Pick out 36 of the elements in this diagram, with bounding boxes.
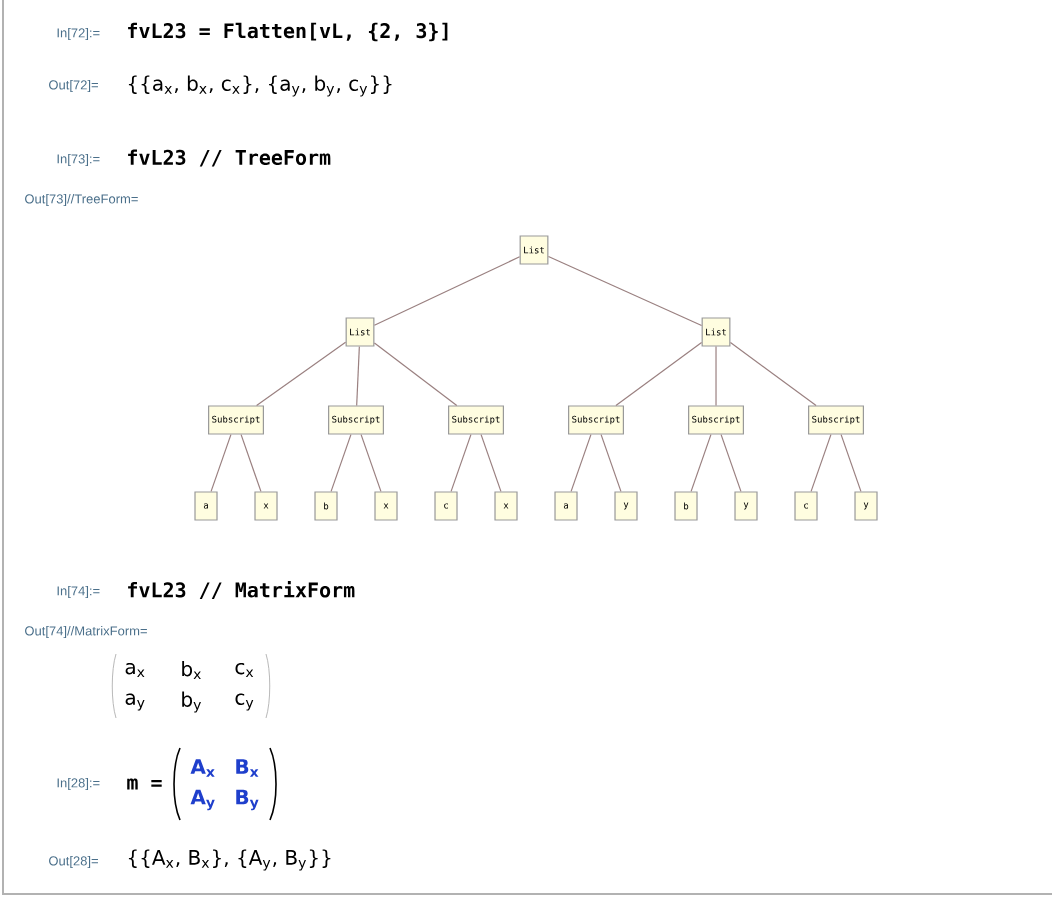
tree-edge: [547, 255, 703, 327]
tree-edge: [373, 342, 458, 406]
matrix-entry: a$_{x}$: [125, 662, 145, 678]
input-code: m =: [127, 778, 162, 790]
matrix-entry: a$_{y}$: [125, 693, 145, 711]
tree-edge: [360, 434, 382, 492]
tree-edge: [255, 341, 347, 406]
matrix-entry: c$_{x}$: [235, 662, 254, 678]
tree-edge: [810, 434, 832, 492]
tree-edge: [600, 434, 622, 492]
tree-edge: [330, 434, 352, 492]
matrix-entry: B$_{x}$: [236, 759, 259, 777]
output-expression: {{a$_{x}$, b$_{x}$, c$_{x}$}, {a$_{y}$, b$_{y}$, c$_{y}$}}: [128, 75, 392, 97]
matrix-entry: B$_{y}$: [236, 789, 259, 811]
matrix-entry: A$_{y}$: [190, 789, 215, 811]
tree-edge: [356, 346, 360, 406]
tree-edge: [615, 342, 703, 406]
tree-edge: [840, 434, 862, 492]
matrix-entry: b$_{y}$: [182, 691, 201, 713]
matrix-entry: A$_{x}$: [190, 759, 215, 777]
tree-edge: [450, 434, 472, 492]
tree-edge: [210, 434, 232, 492]
matrix-entry: b$_{x}$: [182, 660, 201, 680]
matrix-entry: c$_{y}$: [235, 693, 254, 711]
tree-edge: [729, 342, 817, 406]
input-code: fvL23 // TreeForm: [128, 149, 331, 167]
tree-edge: [373, 256, 521, 326]
tree-edge: [240, 434, 262, 492]
output-expression: {{A$_{x}$, B$_{x}$}, {A$_{y}$, B$_{y}$}}: [128, 849, 331, 871]
tree-edge: [715, 346, 717, 406]
tree-edge: [570, 434, 592, 492]
input-code: fvL23 = Flatten[vL, {2, 3}]: [128, 22, 448, 42]
input-code: fvL23 // MatrixForm: [128, 580, 355, 600]
tree-edge: [480, 434, 502, 492]
tree-edge: [720, 434, 742, 492]
tree-edge: [690, 434, 712, 492]
